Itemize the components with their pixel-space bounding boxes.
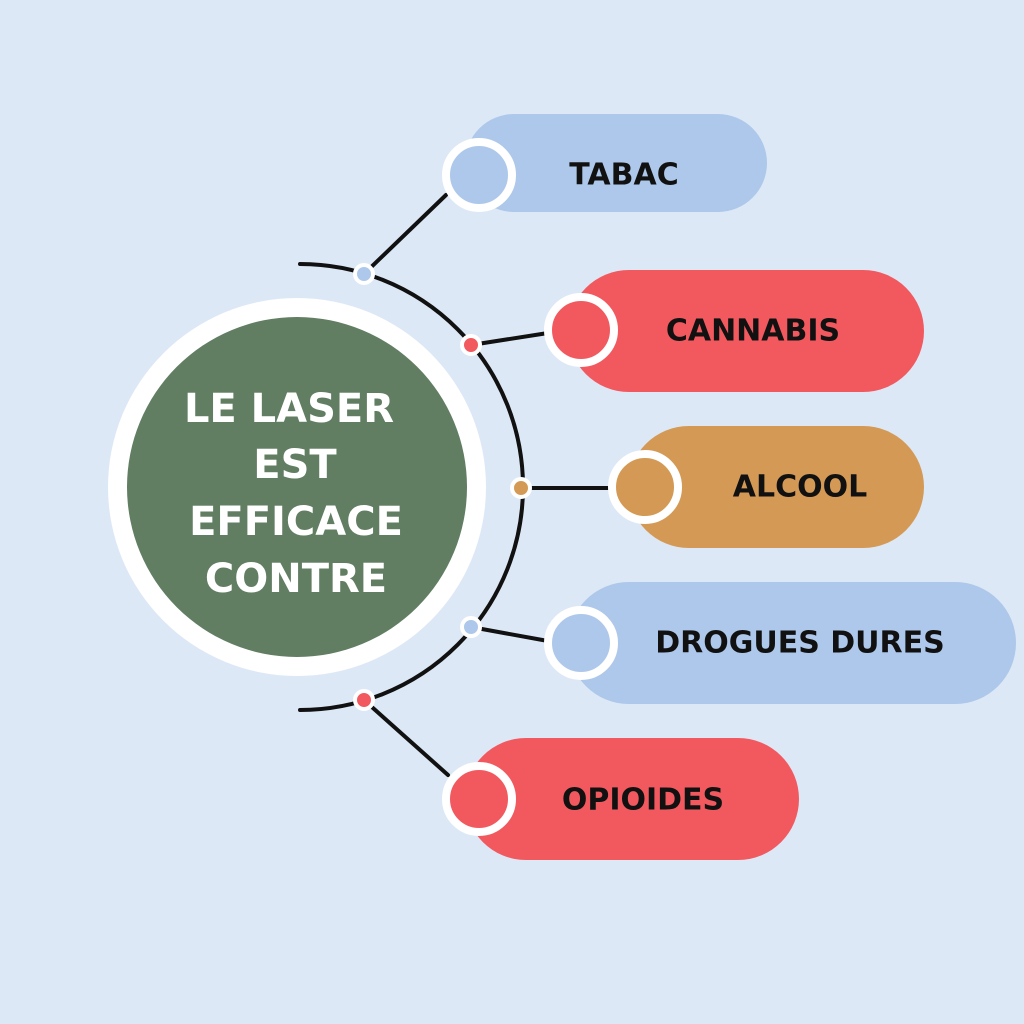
junction-dot-tabac [353, 263, 375, 285]
center-circle [127, 317, 467, 657]
node-circle-drogues-dures [544, 606, 618, 680]
pill-drogues-dures [568, 582, 1016, 704]
node-circle-cannabis [544, 293, 618, 367]
junction-dot-cannabis [460, 334, 482, 356]
connector-line-drogues-dures [469, 625, 550, 643]
connector-line-tabac [362, 193, 448, 276]
node-circle-tabac [442, 138, 516, 212]
center-title-line-1: LE LASER [184, 386, 394, 432]
junction-dot-alcool [510, 477, 532, 499]
pill-tabac [465, 114, 767, 212]
pill-opioides [465, 738, 799, 860]
label-tabac: TABAC [569, 158, 678, 193]
pill-alcool [628, 426, 924, 548]
node-alcool: ALCOOL [608, 426, 924, 548]
center-title-line-2: EST [253, 442, 337, 488]
label-drogues-dures: DROGUES DURES [655, 626, 945, 661]
connector-line-opioides [362, 698, 450, 777]
center-title-line-4: CONTRE [205, 556, 387, 602]
label-cannabis: CANNABIS [666, 314, 840, 349]
node-opioides: OPIOIDES [442, 738, 799, 860]
junction-dot-opioides [353, 689, 375, 711]
node-circle-opioides [442, 762, 516, 836]
node-circle-alcool [608, 450, 682, 524]
connector-line-cannabis [469, 331, 550, 347]
label-opioides: OPIOIDES [562, 783, 724, 818]
node-drogues-dures: DROGUES DURES [544, 582, 1016, 704]
node-cannabis: CANNABIS [544, 270, 924, 392]
node-tabac: TABAC [442, 114, 767, 212]
center-title-line-3: EFFICACE [189, 499, 403, 545]
label-alcool: ALCOOL [733, 470, 867, 505]
center-node: LE LASER EST EFFICACE CONTRE [108, 298, 486, 676]
pill-cannabis [568, 270, 924, 392]
junction-dot-drogues-dures [460, 616, 482, 638]
